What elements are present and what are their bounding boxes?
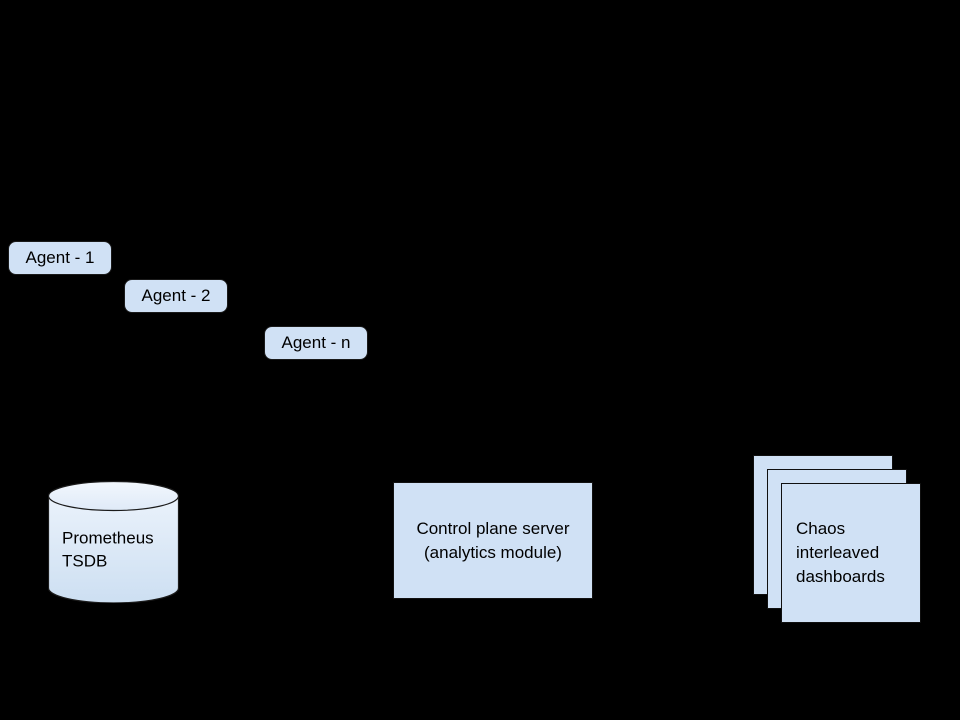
node-agent-1-label: Agent - 1 [25, 248, 95, 268]
database-cylinder-icon [48, 481, 179, 603]
cp-label-line-2: (analytics module) [424, 542, 562, 562]
dash-label-line-1: Chaos [796, 518, 846, 538]
node-agent-1[interactable]: Agent - 1 [8, 241, 112, 275]
node-agent-2-label: Agent - 2 [141, 286, 211, 306]
node-prometheus-tsdb[interactable]: Prometheus TSDB [48, 481, 179, 603]
node-control-plane-server[interactable]: Control plane server (analytics module) [393, 482, 593, 599]
node-chaos-dashboards-label: Chaos interleaved dashboards [796, 517, 885, 589]
node-control-plane-server-label: Control plane server (analytics module) [416, 517, 569, 564]
dash-label-line-2: interleaved [796, 542, 880, 562]
node-agent-n-label: Agent - n [281, 333, 351, 353]
cp-label-line-1: Control plane server [416, 519, 570, 539]
node-agent-2[interactable]: Agent - 2 [124, 279, 228, 313]
dash-label-line-3: dashboards [796, 567, 885, 587]
node-chaos-dashboards[interactable]: Chaos interleaved dashboards [753, 455, 921, 623]
node-agent-n[interactable]: Agent - n [264, 326, 368, 360]
dashboard-sheet-front[interactable]: Chaos interleaved dashboards [781, 483, 921, 623]
